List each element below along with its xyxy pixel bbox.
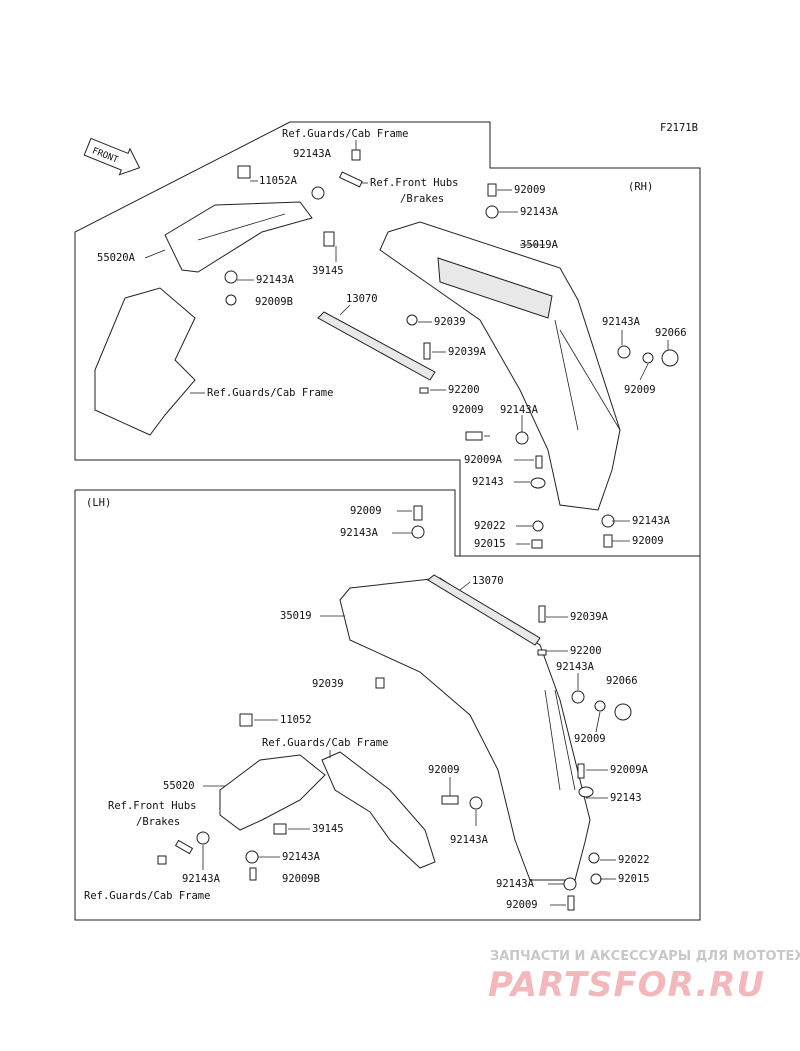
guard-55020 [219, 754, 326, 831]
ref-front-hubs-label-2b: /Brakes [136, 816, 180, 828]
lh-panel-border [74, 489, 701, 921]
part-label-55020a: 55020A [97, 252, 136, 264]
part-label-55020: 55020 [163, 780, 195, 792]
ref-guards-label-1: Ref.Guards/Cab Frame [282, 128, 408, 140]
part-label-92143-1: 92143 [472, 476, 504, 488]
part-label-92022-2: 92022 [618, 854, 650, 866]
ref-guards-label-4: Ref.Guards/Cab Frame [84, 890, 210, 902]
part-label-92200-2: 92200 [570, 645, 602, 657]
part-label-92200-1: 92200 [448, 384, 480, 396]
ref-guards-label-2: Ref.Guards/Cab Frame [207, 387, 333, 399]
part-label-11052: 11052 [280, 714, 312, 726]
part-label-92039a-1: 92039A [448, 346, 487, 358]
part-label-92022-1: 92022 [474, 520, 506, 532]
part-label-92009-1: 92009 [514, 184, 546, 196]
part-label-92143a-9: 92143A [450, 834, 489, 846]
part-label-92009-8: 92009 [506, 899, 538, 911]
part-label-92143a-6: 92143A [632, 515, 671, 527]
part-label-92015-2: 92015 [618, 873, 650, 885]
part-label-92009-3: 92009 [452, 404, 484, 416]
part-label-92143a-2: 92143A [520, 206, 559, 218]
part-label-39145-1: 39145 [312, 265, 344, 277]
part-label-92143a-11: 92143A [182, 873, 221, 885]
part-label-92009b-1: 92009B [255, 296, 293, 308]
part-label-13070-2: 13070 [472, 575, 504, 587]
part-label-92009-7: 92009 [428, 764, 460, 776]
part-label-92009-4: 92009 [632, 535, 664, 547]
strip-13070-lh [427, 574, 541, 646]
part-label-39145-2: 39145 [312, 823, 344, 835]
cab-frame-plate-lh [321, 751, 436, 869]
guard-55020a [164, 201, 313, 273]
part-label-92039a-2: 92039A [570, 611, 609, 623]
part-label-92143a-8: 92143A [556, 661, 595, 673]
rh-panel-label: (RH) [628, 181, 653, 193]
leader-lines-rh [144, 140, 669, 545]
fender-35019a-vents [437, 257, 553, 319]
part-label-92143a-10: 92143A [282, 851, 321, 863]
part-label-35019a: 35019A [520, 239, 559, 251]
part-label-92143a-4: 92143A [602, 316, 641, 328]
ref-front-hubs-label-1b: /Brakes [400, 193, 444, 205]
front-arrow-icon: FRONT [83, 137, 141, 176]
part-label-92143a-3: 92143A [256, 274, 295, 286]
ref-front-hubs-label-1a: Ref.Front Hubs [370, 177, 459, 189]
watermark-brand: PARTSFOR.RU [488, 965, 765, 1005]
part-label-92015-1: 92015 [474, 538, 506, 550]
cab-frame-plate-rh [94, 287, 196, 436]
part-label-13070-1: 13070 [346, 293, 378, 305]
fender-35019a [379, 221, 621, 511]
leader-lines-lh [202, 510, 616, 906]
part-label-11052a: 11052A [259, 175, 298, 187]
part-label-92143a-7: 92143A [340, 527, 379, 539]
part-label-92143-2: 92143 [610, 792, 642, 804]
part-label-92009b-2: 92009B [282, 873, 320, 885]
part-label-92066-1: 92066 [655, 327, 687, 339]
part-label-92009-6: 92009 [574, 733, 606, 745]
part-label-92009a-2: 92009A [610, 764, 649, 776]
part-label-35019: 35019 [280, 610, 312, 622]
part-label-92143a-12: 92143A [496, 878, 535, 890]
part-label-92039-2: 92039 [312, 678, 344, 690]
part-label-92143a-1: 92143A [293, 148, 332, 160]
part-label-92066-2: 92066 [606, 675, 638, 687]
watermark-tagline: ЗАПЧАСТИ И АКСЕССУАРЫ ДЛЯ МОТОТЕХНИКИ [490, 949, 800, 964]
part-label-92009a-1: 92009A [464, 454, 503, 466]
part-label-92143a-5: 92143A [500, 404, 539, 416]
part-label-92039-1: 92039 [434, 316, 466, 328]
part-label-92009-5: 92009 [350, 505, 382, 517]
ref-guards-label-3: Ref.Guards/Cab Frame [262, 737, 388, 749]
diagram-code: F2171B [660, 122, 698, 134]
ref-front-hubs-label-2a: Ref.Front Hubs [108, 800, 197, 812]
lh-panel-label: (LH) [86, 497, 111, 509]
fastener-group-lh [157, 505, 632, 911]
strip-13070-rh [317, 311, 436, 381]
fastener-group-rh [224, 149, 679, 549]
part-label-92009-2: 92009 [624, 384, 656, 396]
